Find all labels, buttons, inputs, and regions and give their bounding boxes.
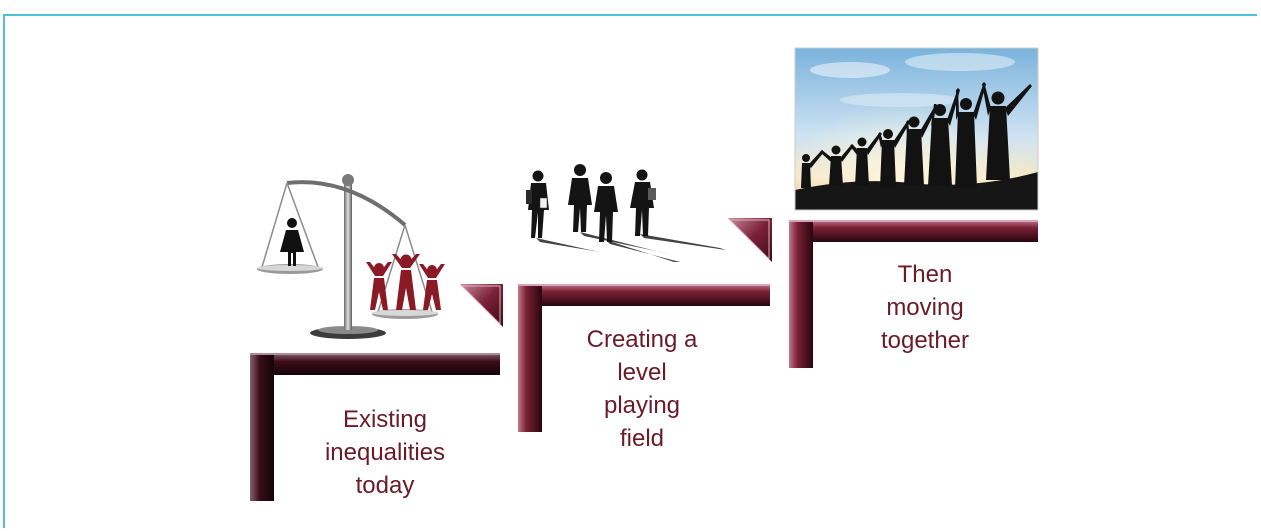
step2-label-line: field — [619, 425, 665, 452]
step1-label-line: today — [355, 472, 415, 499]
step1-label: Existing inequalities today — [300, 403, 470, 502]
step3-label: Then moving together — [840, 258, 1010, 357]
step2-label-line: Creating a — [586, 326, 698, 353]
step1-label-line: inequalities — [324, 439, 446, 466]
step2-label: Creating a level playing field — [557, 323, 727, 455]
step2-bracket — [518, 284, 770, 432]
step3-label-line: Then — [897, 261, 953, 288]
step3-bracket — [789, 220, 1038, 368]
step2-label-line: playing — [603, 392, 681, 419]
step2-label-line: level — [617, 359, 667, 386]
people-holding-hands-photo — [794, 47, 1039, 211]
step1-label-line: Existing — [342, 406, 428, 433]
slide-frame — [3, 14, 1257, 528]
people-group-icon — [366, 254, 445, 310]
balance-scale-icon — [257, 174, 445, 339]
step3-label-line: moving — [886, 294, 964, 321]
step1-arrow-triangle — [460, 284, 503, 327]
walking-people-icon — [526, 164, 726, 262]
step3-label-line: together — [880, 327, 970, 354]
woman-figure-icon — [280, 218, 304, 266]
step2-arrow-triangle — [728, 218, 772, 262]
step1-bracket — [250, 353, 500, 501]
